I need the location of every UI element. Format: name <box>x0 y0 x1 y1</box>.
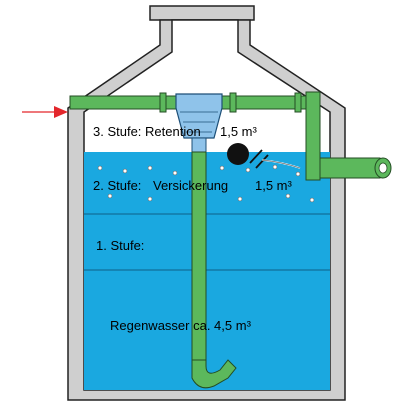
label-stage-1-volume: Regenwasser ca. 4,5 m³ <box>110 318 252 333</box>
label-stage-3-volume: 1,5 m³ <box>220 124 258 139</box>
filter-collar <box>191 137 207 153</box>
label-stage-3: 3. Stufe: Retention <box>93 124 201 139</box>
inlet-pipe-joint-left <box>159 92 167 113</box>
throttle-valve <box>249 149 269 169</box>
overflow-pipe-outlet <box>319 157 381 179</box>
inlet-pipe-joint-right <box>229 92 237 113</box>
filter-basket <box>175 93 223 139</box>
infiltration-dots <box>97 164 315 203</box>
downpipe-u-bend <box>191 359 237 389</box>
label-stage-2: 2. Stufe: <box>93 178 141 193</box>
label-stage-1: 1. Stufe: <box>96 238 144 253</box>
water-stage-2 <box>84 152 330 214</box>
float-ball <box>227 143 249 165</box>
inlet-arrow <box>22 106 68 118</box>
outlet-pipe-hole <box>378 162 388 174</box>
overflow-riser <box>305 91 321 181</box>
label-stage-2-volume: 1,5 m³ <box>255 178 293 193</box>
water-stage-1 <box>84 214 330 390</box>
inlet-pipe-joint-far <box>294 92 302 113</box>
label-stage-2-word: Versickerung <box>153 178 228 193</box>
